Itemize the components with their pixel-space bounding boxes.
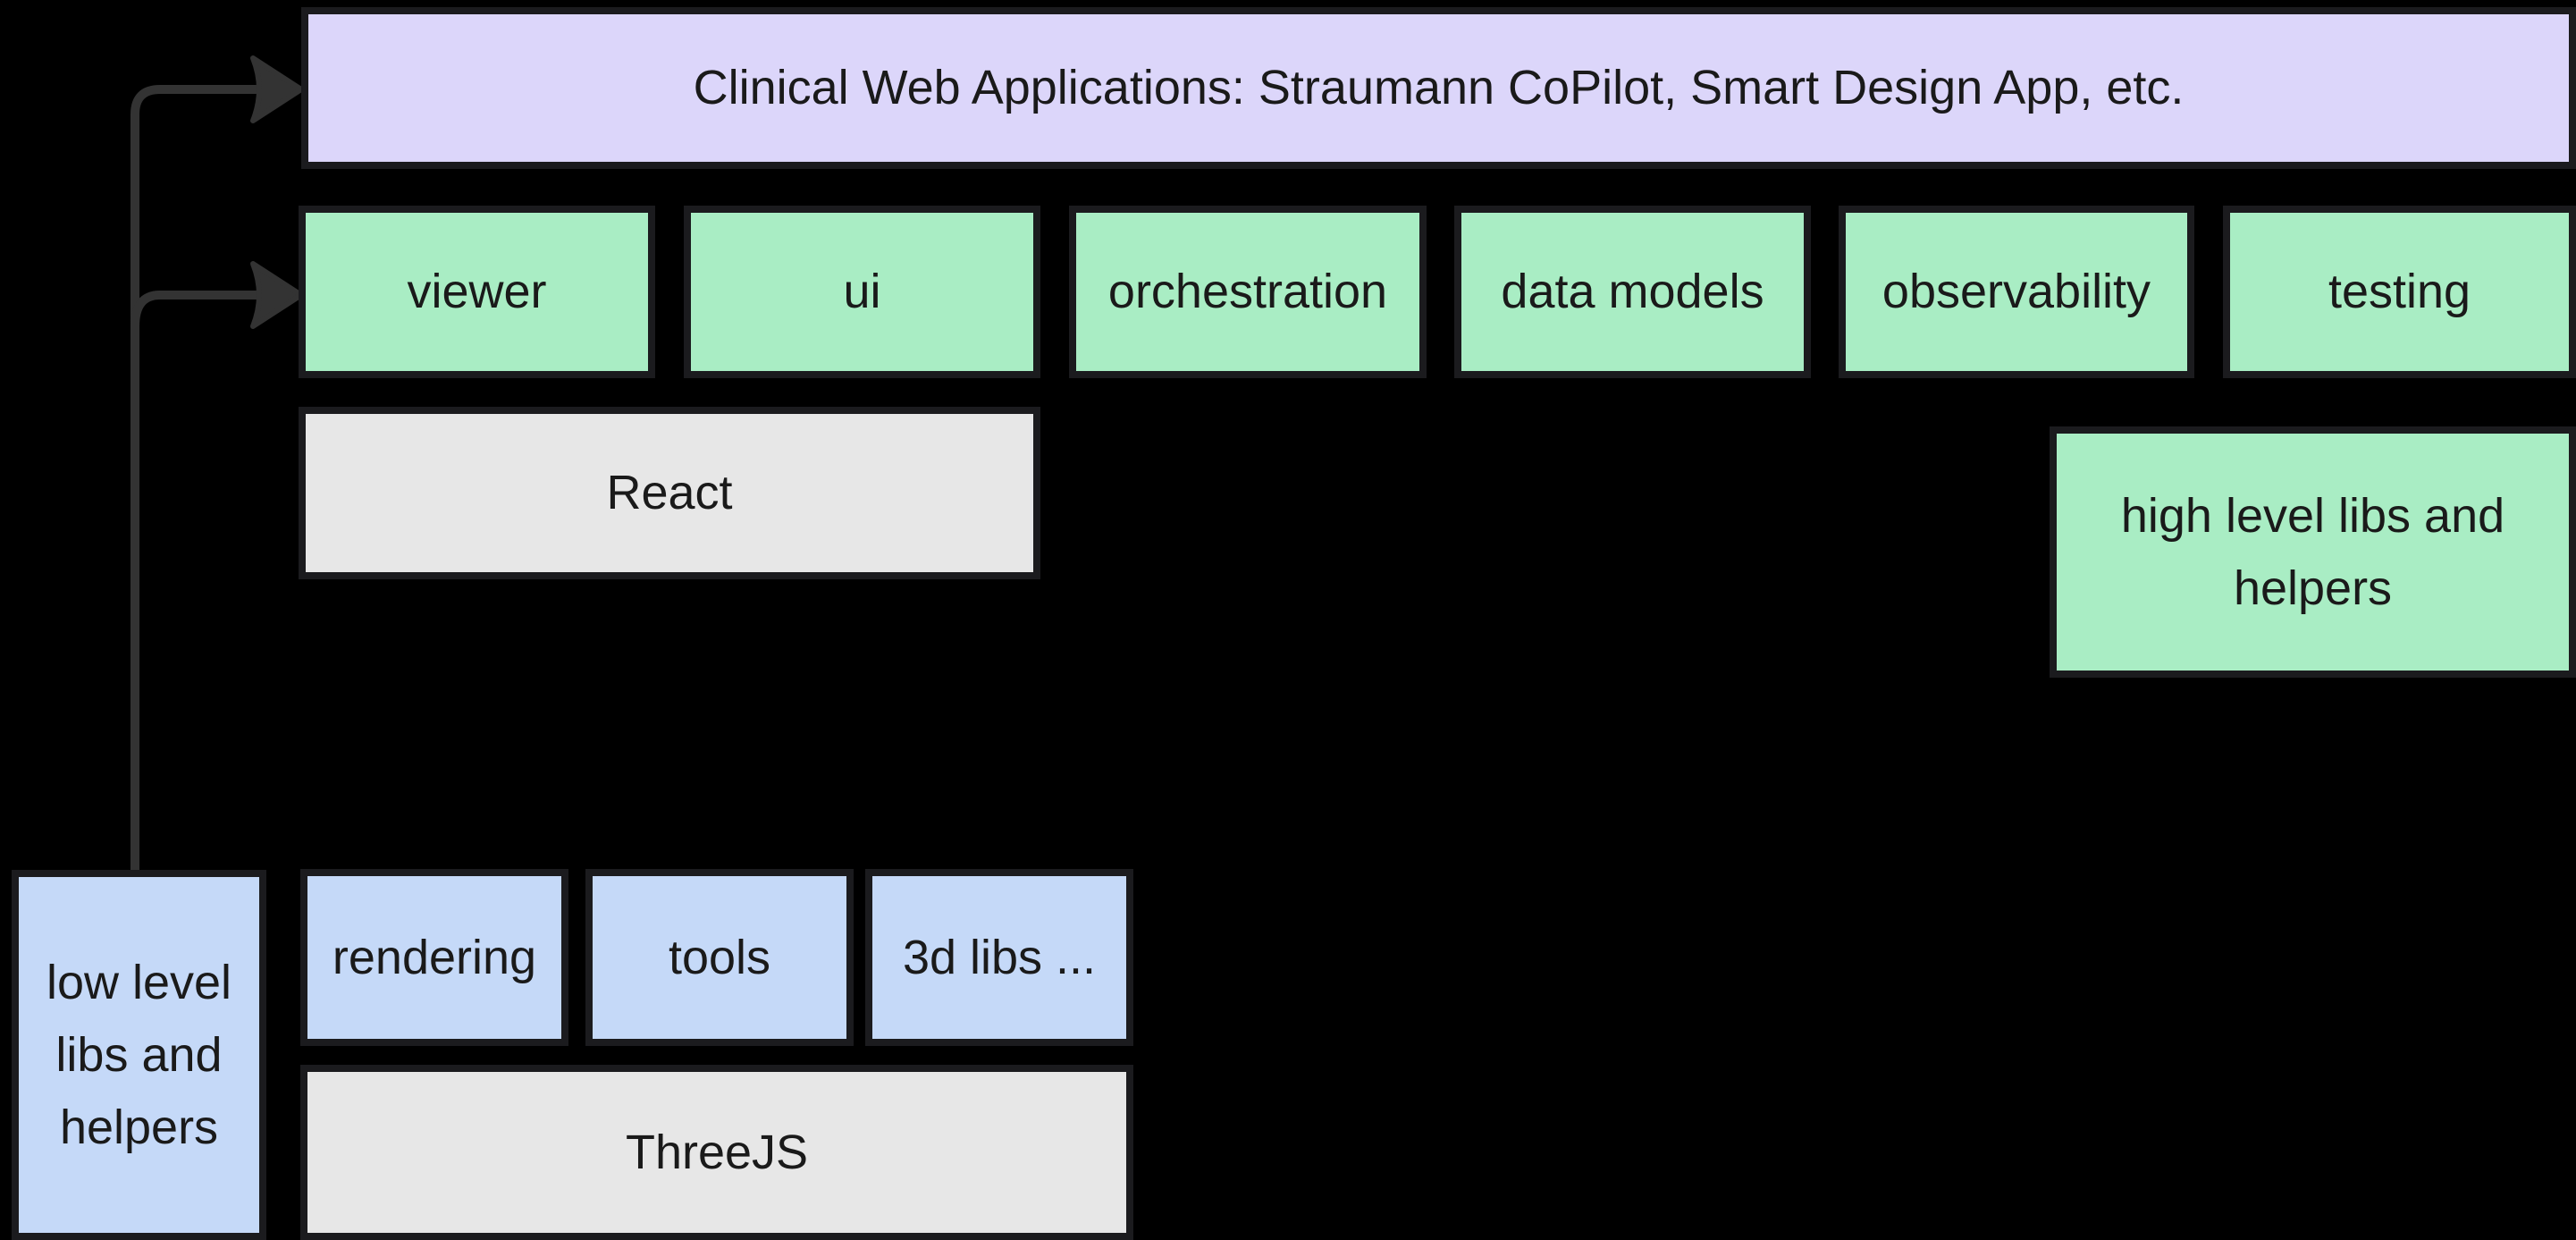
node-orchestration: orchestration xyxy=(1069,206,1427,378)
node-3d-libs-label: 3d libs ... xyxy=(902,930,1097,984)
arrowhead-to-viewer xyxy=(250,261,304,329)
node-viewer-label: viewer xyxy=(407,265,547,318)
node-low-level-libs-and-helpers-label: low level libs and helpers xyxy=(46,955,232,1154)
node-clinical-web-applications-label: Clinical Web Applications: Straumann CoP… xyxy=(693,61,2185,114)
node-tools-label: tools xyxy=(668,930,771,984)
node-ui-label: ui xyxy=(843,265,881,318)
node-react-label: React xyxy=(606,466,733,519)
node-3d-libs: 3d libs ... xyxy=(865,869,1133,1046)
node-tools: tools xyxy=(585,869,854,1046)
node-ui: ui xyxy=(684,206,1040,378)
node-threejs: ThreeJS xyxy=(300,1065,1133,1240)
node-rendering-label: rendering xyxy=(332,930,537,984)
arrowhead-to-clinical xyxy=(250,55,304,123)
node-data-models-label: data models xyxy=(1501,265,1764,318)
node-testing: testing xyxy=(2223,206,2576,378)
node-react: React xyxy=(299,407,1040,579)
node-viewer: viewer xyxy=(299,206,655,378)
arrow-lowlevel-to-viewer xyxy=(130,261,304,329)
node-orchestration-label: orchestration xyxy=(1107,265,1388,318)
node-observability: observability xyxy=(1839,206,2194,378)
node-observability-label: observability xyxy=(1881,265,2151,318)
node-low-level-libs-and-helpers: low level libs and helpers xyxy=(12,870,266,1240)
arrow-lowlevel-to-clinical xyxy=(130,55,304,873)
node-high-level-libs-and-helpers-label: high level libs and helpers xyxy=(2120,488,2505,615)
node-testing-label: testing xyxy=(2328,265,2471,318)
node-high-level-libs-and-helpers: high level libs and helpers xyxy=(2050,426,2576,678)
node-data-models: data models xyxy=(1454,206,1811,378)
node-clinical-web-applications: Clinical Web Applications: Straumann CoP… xyxy=(301,7,2576,169)
node-threejs-label: ThreeJS xyxy=(625,1125,809,1179)
node-rendering: rendering xyxy=(300,869,568,1046)
